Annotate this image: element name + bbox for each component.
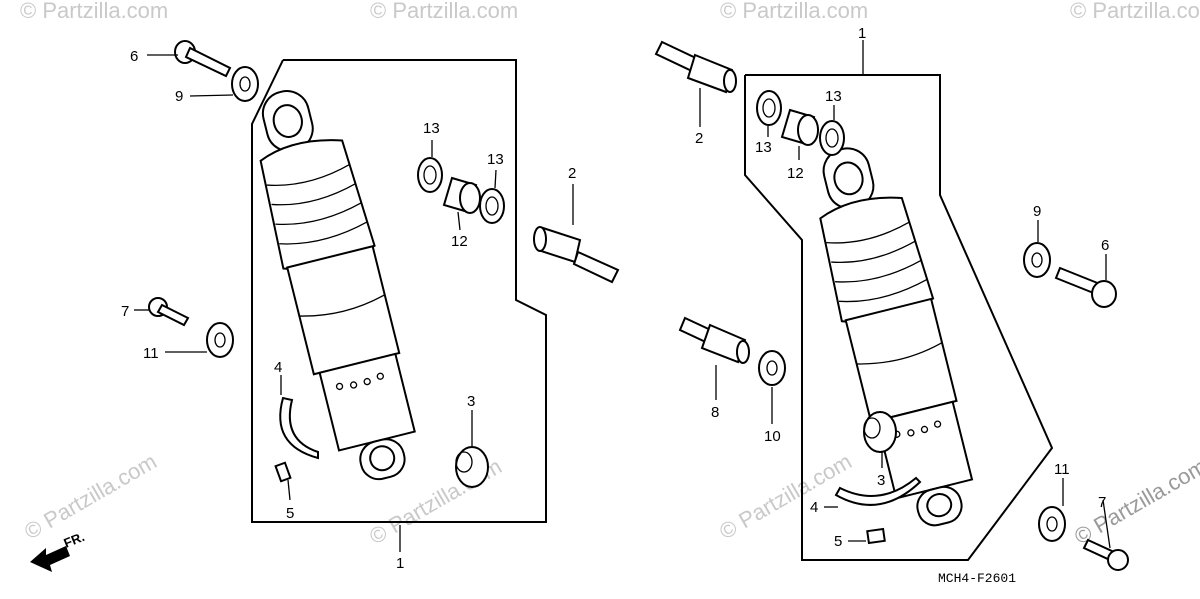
left-callout-12: 12 [451,233,468,250]
left-leader-lines [134,54,574,552]
left-callout-4: 4 [274,359,282,376]
right-callout-12: 12 [787,165,804,182]
right-callout-8: 8 [711,404,719,421]
left-collar-3 [455,446,489,488]
right-seal-13b [819,120,845,156]
right-bearing-12 [780,108,819,146]
watermark-corner: © Partzilla.com [1070,454,1200,550]
right-callout-3: 3 [877,472,885,489]
left-stud-2 [533,226,620,284]
right-callout-9: 9 [1033,203,1041,220]
right-washer-11 [1038,506,1066,542]
right-callout-6: 6 [1101,237,1109,254]
left-seal-13a [417,157,443,193]
right-callout-4: 4 [810,499,818,516]
right-bolt-6 [1054,266,1117,308]
left-callout-5: 5 [286,505,294,522]
left-callout-13a: 13 [423,120,440,137]
fr-indicator: FR. [30,529,87,572]
fr-arrow-icon [30,546,70,572]
left-assembly-outline [251,59,547,523]
diagram-code: MCH4-F2601 [938,571,1016,586]
right-callout-2: 2 [695,130,703,147]
watermark-mid-1: © Partzilla.com [20,449,161,545]
watermark-top-2: © Partzilla.com [370,0,518,23]
left-callout-13b: 13 [487,151,504,168]
right-collar-3 [863,411,897,453]
left-washer-9 [231,66,259,102]
left-callout-11: 11 [143,345,159,362]
left-assembly: 6 9 7 11 4 5 1 13 13 12 2 3 [121,40,620,572]
right-callout-13a: 13 [755,139,772,156]
right-assembly: 1 2 13 12 13 9 6 8 10 3 4 5 11 7 [654,25,1129,571]
left-shock-absorber [259,90,416,481]
left-washer-11 [206,322,234,358]
left-bearing-12 [442,176,481,214]
right-plate-5 [866,527,886,545]
right-callout-1: 1 [858,25,866,42]
left-plate-5 [274,461,292,483]
right-callout-13b: 13 [825,88,842,105]
right-callout-5: 5 [834,533,842,550]
fr-label: FR. [62,529,87,551]
left-clip-4 [279,396,319,460]
watermark-mid-3: © Partzilla.com [715,449,856,545]
left-bolt-6 [174,40,232,78]
left-seal-13b [479,188,505,224]
right-shock-absorber [819,147,974,527]
left-callout-7: 7 [121,303,129,320]
left-bolt-7 [148,297,190,327]
right-callout-11: 11 [1054,461,1070,478]
right-stud-2 [654,40,737,94]
right-callout-7: 7 [1098,494,1106,511]
watermark-top-3: © Partzilla.com [720,0,868,23]
watermark-top-4: © Partzilla.com [1070,0,1200,23]
right-stud-8 [678,316,750,364]
right-bolt-7 [1082,538,1129,571]
right-washer-10 [758,350,786,386]
right-callout-10: 10 [764,428,781,445]
right-washer-9 [1023,242,1051,278]
left-callout-3: 3 [467,393,475,410]
left-callout-9: 9 [175,88,183,105]
right-leader-lines [699,40,1111,549]
watermark-top-1: © Partzilla.com [20,0,168,23]
left-callout-2: 2 [568,165,576,182]
right-seal-13a [756,90,782,126]
right-assembly-outline [744,74,1054,561]
left-callout-6: 6 [130,48,138,65]
left-callout-1: 1 [396,555,404,572]
right-clip-4 [834,476,922,506]
